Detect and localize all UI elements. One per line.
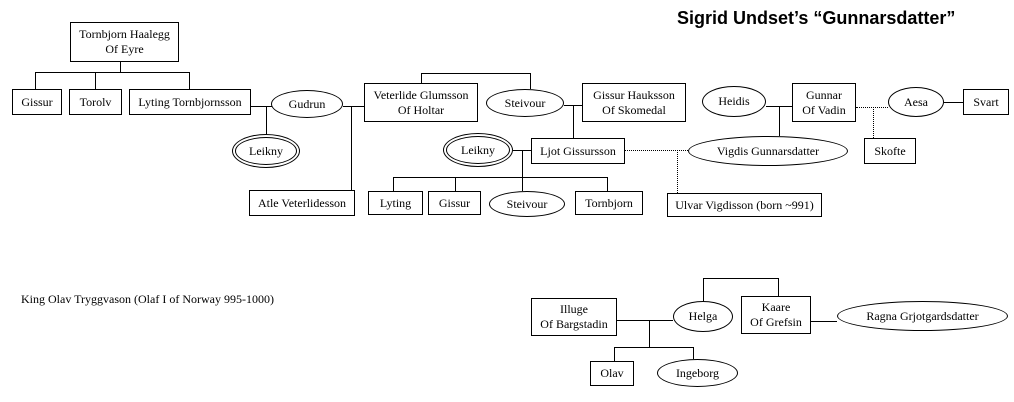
connector-illuge-children-bracket [614, 347, 693, 348]
node-skofte: Skofte [864, 138, 916, 164]
king-olav-footnote: King Olav Tryggvason (Olaf I of Norway 9… [21, 292, 274, 306]
connector-ljot-children-bracket [393, 177, 607, 178]
node-olav: Olav [590, 361, 634, 386]
connector-lyting-gudrun-marriage [251, 106, 272, 107]
connector-drop-gissur-son [35, 72, 36, 89]
node-ingeborg: Ingeborg [657, 359, 738, 387]
connector-drop-steivour-child [522, 177, 523, 191]
connector-drop-ingeborg [693, 347, 694, 359]
node-vigdis-gunnarsdatter: Vigdis Gunnarsdatter [688, 136, 848, 166]
connector-drop-gissur-child [455, 177, 456, 191]
node-ragna-grjotgardsdatter: Ragna Grjotgardsdatter [837, 301, 1008, 331]
connector-drop-leikny-daughter [266, 106, 267, 134]
node-tornbjorn-child: Tornbjorn [575, 191, 643, 215]
connector-aesa-svart-marriage [944, 102, 963, 103]
connector-drop-ulvar-dotted [677, 150, 678, 193]
node-gissur-child: Gissur [428, 191, 481, 215]
node-gudrun: Gudrun [271, 90, 343, 118]
connector-kaare-ragna-marriage [811, 321, 837, 322]
connector-drop-vigdis [779, 106, 780, 136]
node-tornbjorn-haalegg-of-eyre: Tornbjorn Haalegg Of Eyre [70, 22, 179, 62]
connector-drop-skofte-dotted [873, 107, 874, 138]
connector-drop-torolv [95, 72, 96, 89]
node-kaare-of-grefsin: Kaare Of Grefsin [741, 296, 811, 334]
node-ljot-gissursson: Ljot Gissursson [531, 138, 625, 164]
connector-drop-lyting-child [393, 177, 394, 191]
node-helga: Helga [673, 301, 733, 332]
node-leikny-daughter: Leikny [232, 134, 300, 168]
connector-bracket-to-veterlide [421, 73, 422, 83]
connector-gunnar-aesa-dotted [856, 107, 888, 108]
connector-haalegg-children-bracket [35, 72, 190, 73]
connector-drop-ljot [573, 105, 574, 138]
node-aesa: Aesa [888, 87, 944, 117]
connector-haalegg-drop [120, 62, 121, 72]
node-lyting-tornbjornsson: Lyting Tornbjornsson [129, 89, 251, 115]
connector-ljot-children-riser [522, 150, 523, 177]
node-illuge-of-bargstadin: Illuge Of Bargstadin [531, 298, 617, 336]
node-ulvar-vigdisson: Ulvar Vigdisson (born ~991) [667, 193, 822, 217]
node-steivour-wife: Steivour [486, 89, 564, 117]
connector-helga-kaare-bracket [703, 278, 778, 279]
node-heidis: Heidis [702, 86, 766, 117]
connector-gudrun-veterlide-marriage [343, 106, 364, 107]
node-leikny-wife: Leikny [443, 133, 513, 167]
node-gunnar-of-vadin: Gunnar Of Vadin [792, 83, 856, 122]
connector-drop-lyting [189, 72, 190, 89]
node-lyting-child: Lyting [368, 191, 423, 215]
connector-ljot-vigdis-dotted [625, 150, 688, 151]
connector-bracket-to-steivour [530, 73, 531, 89]
connector-bracket-to-helga [703, 278, 704, 301]
node-gissur-hauksson-of-skomedal: Gissur Hauksson Of Skomedal [582, 83, 686, 122]
node-veterlide-glumsson-of-holtar: Veterlide Glumsson Of Holtar [364, 83, 478, 122]
node-svart: Svart [963, 89, 1009, 115]
node-steivour-child: Steivour [489, 191, 565, 217]
connector-drop-atle [351, 106, 352, 190]
diagram-title: Sigrid Undset’s “Gunnarsdatter” [677, 8, 956, 28]
connector-veterlide-steivour-bracket [421, 73, 530, 74]
connector-drop-tornbjorn-child [607, 177, 608, 191]
connector-drop-olav [614, 347, 615, 361]
connector-illuge-children-riser [649, 320, 650, 347]
node-atle-veterlidesson: Atle Veterlidesson [249, 190, 355, 216]
node-torolv: Torolv [69, 89, 122, 115]
connector-bracket-to-kaare [778, 278, 779, 296]
connector-illuge-helga-marriage [617, 320, 673, 321]
node-gissur-son-of-tornbjorn: Gissur [12, 89, 62, 115]
